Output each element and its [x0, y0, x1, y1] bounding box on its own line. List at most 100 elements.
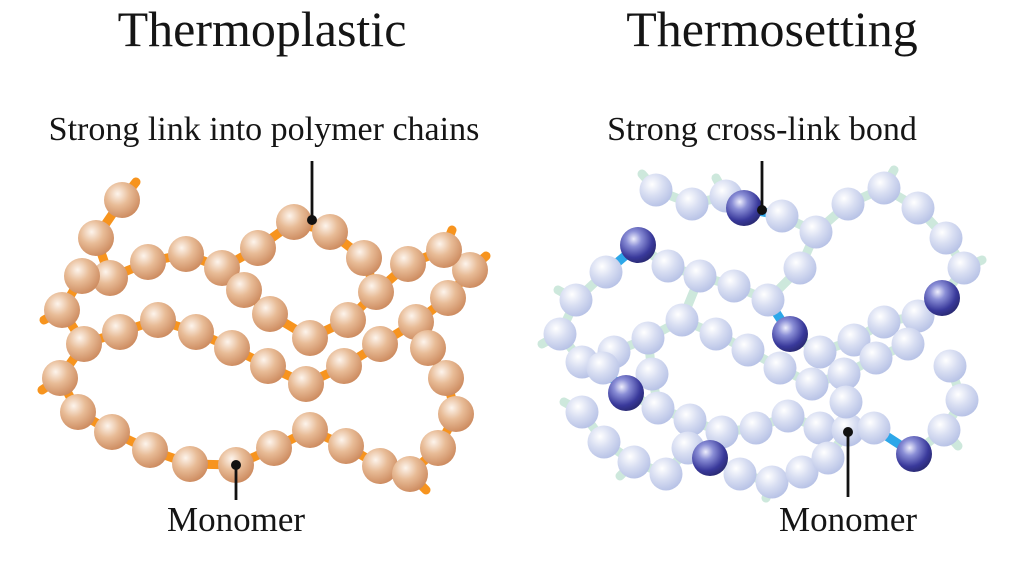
monomer-bead	[631, 321, 665, 355]
monomer-bead	[675, 187, 709, 221]
monomer-bead	[172, 446, 208, 482]
monomer-bead	[901, 299, 935, 333]
monomer-bead	[617, 445, 651, 479]
monomer-bead	[635, 357, 669, 391]
monomer-bead	[252, 296, 288, 332]
monomer-bead	[947, 251, 981, 285]
monomer-bead	[328, 428, 364, 464]
monomer-bead	[330, 302, 366, 338]
monomer-bead	[731, 333, 765, 367]
thermosetting-title: Thermosetting	[626, 1, 918, 57]
monomer-bead	[390, 246, 426, 282]
left-bottom-pointer-dot	[231, 460, 241, 470]
monomer-bead	[717, 269, 751, 303]
monomer-bead	[559, 283, 593, 317]
crosslink-bead	[772, 316, 808, 352]
crosslink-bead	[726, 190, 762, 226]
monomer-bead	[94, 414, 130, 450]
monomer-bead	[362, 326, 398, 362]
monomer-bead	[867, 171, 901, 205]
monomer-bead	[44, 292, 80, 328]
monomer-bead	[410, 330, 446, 366]
thermosetting-annotation: Strong cross-link bond	[607, 111, 917, 148]
monomer-bead	[292, 320, 328, 356]
monomer-bead	[358, 274, 394, 310]
monomer-bead	[831, 187, 865, 221]
monomer-bead	[78, 220, 114, 256]
monomer-bead	[292, 412, 328, 448]
monomer-bead	[430, 280, 466, 316]
thermosetting-monomer-label: Monomer	[778, 500, 918, 539]
monomer-bead	[891, 327, 925, 361]
monomer-bead	[178, 314, 214, 350]
monomer-bead	[927, 413, 961, 447]
monomer-bead	[803, 335, 837, 369]
thermosetting-network	[537, 165, 987, 503]
monomer-bead	[755, 465, 789, 499]
monomer-bead	[589, 255, 623, 289]
monomer-bead	[438, 396, 474, 432]
monomer-bead	[945, 383, 979, 417]
monomer-bead	[837, 323, 871, 357]
left-top-pointer-dot	[307, 215, 317, 225]
monomer-bead	[250, 348, 286, 384]
monomer-bead	[933, 349, 967, 383]
monomer-bead	[739, 411, 773, 445]
monomer-bead	[699, 317, 733, 351]
right-top-pointer-dot	[757, 205, 767, 215]
monomer-bead	[420, 430, 456, 466]
monomer-bead	[901, 191, 935, 225]
monomer-bead	[799, 215, 833, 249]
monomer-bead	[168, 236, 204, 272]
monomer-bead	[60, 394, 96, 430]
monomer-bead	[785, 455, 819, 489]
monomer-bead	[214, 330, 250, 366]
monomer-bead	[649, 457, 683, 491]
monomer-bead	[42, 360, 78, 396]
monomer-bead	[827, 357, 861, 391]
monomer-bead	[783, 251, 817, 285]
monomer-bead	[288, 366, 324, 402]
crosslink-bead	[924, 280, 960, 316]
monomer-bead	[362, 448, 398, 484]
monomer-bead	[102, 314, 138, 350]
annotation-pointers	[231, 161, 853, 500]
monomer-bead	[452, 252, 488, 288]
crosslink-bead	[620, 227, 656, 263]
monomer-bead	[929, 221, 963, 255]
monomer-bead	[641, 391, 675, 425]
monomer-bead	[346, 240, 382, 276]
monomer-bead	[829, 385, 863, 419]
monomer-bead	[326, 348, 362, 384]
monomer-bead	[392, 456, 428, 492]
crosslink-bead	[896, 436, 932, 472]
monomer-bead	[803, 411, 837, 445]
monomer-bead	[428, 360, 464, 396]
monomer-bead	[586, 351, 620, 385]
monomer-bead	[226, 272, 262, 308]
monomer-bead	[771, 399, 805, 433]
monomer-bead	[66, 326, 102, 362]
monomer-bead	[665, 303, 699, 337]
monomer-bead	[92, 260, 128, 296]
monomer-bead	[867, 305, 901, 339]
monomer-bead	[857, 411, 891, 445]
thermoplastic-annotation: Strong link into polymer chains	[48, 111, 480, 148]
monomer-bead	[276, 204, 312, 240]
monomer-bead	[705, 415, 739, 449]
monomer-bead	[204, 250, 240, 286]
monomer-bead	[64, 258, 100, 294]
monomer-bead	[639, 173, 673, 207]
monomer-bead	[587, 425, 621, 459]
thermoplastic-title: Thermoplastic	[117, 1, 407, 57]
monomer-bead	[426, 232, 462, 268]
monomer-bead	[543, 317, 577, 351]
right-bottom-pointer-dot	[843, 427, 853, 437]
monomer-bead	[859, 341, 893, 375]
monomer-bead	[683, 259, 717, 293]
crosslink-bead	[608, 375, 644, 411]
monomer-bead	[140, 302, 176, 338]
monomer-bead	[132, 432, 168, 468]
monomer-bead	[811, 441, 845, 475]
